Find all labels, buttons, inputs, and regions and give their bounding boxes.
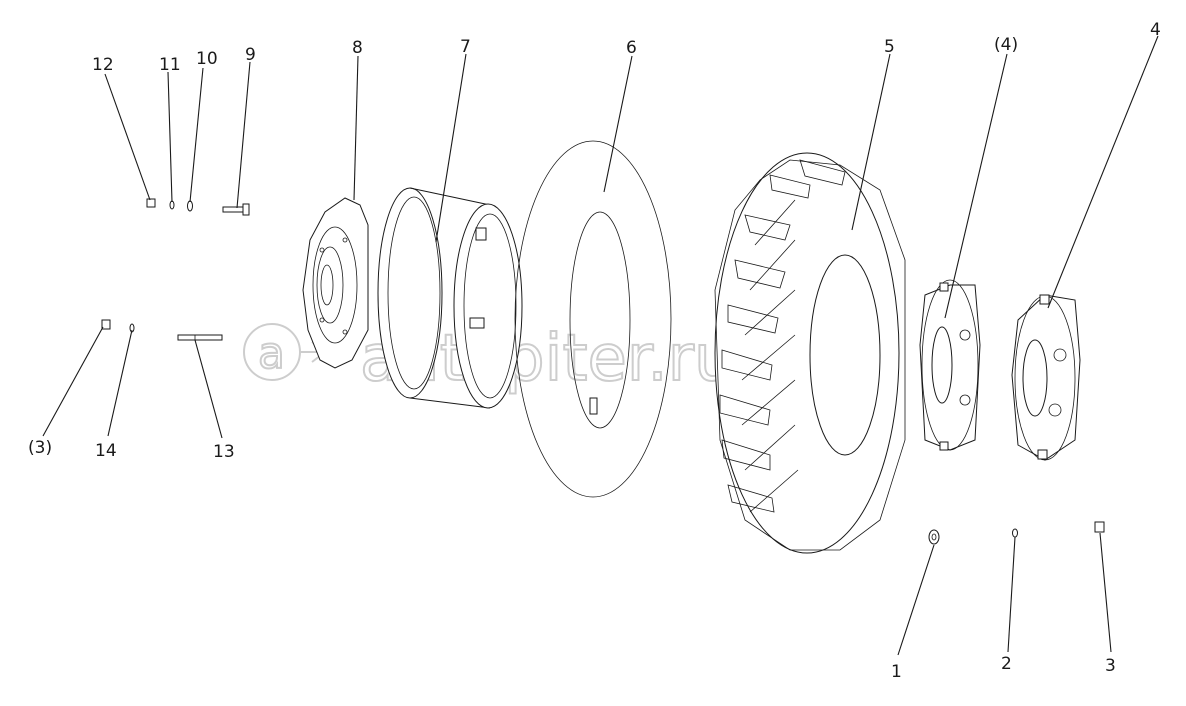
- washer-2: [1012, 528, 1018, 538]
- nut-12: [146, 198, 156, 208]
- callout-4: 4: [1150, 20, 1161, 40]
- callout-14: 14: [95, 441, 117, 461]
- callout-1: 1: [891, 662, 902, 682]
- rim-7: [377, 187, 523, 409]
- nut-3: [1094, 521, 1105, 533]
- svg-text:a: a: [258, 328, 285, 379]
- callout-5: 5: [884, 37, 895, 57]
- callout-6: 6: [626, 38, 637, 58]
- callout-11: 11: [159, 55, 181, 75]
- tire-tread: [719, 159, 846, 513]
- tire-5: [714, 152, 906, 554]
- hub-disc-8: [302, 197, 369, 369]
- callout-labels: 12 11 10 9 8 7 6 5 (4) 4 (3) 14 13 1 2 3: [28, 20, 1161, 682]
- inner-tube-6: [514, 140, 672, 498]
- bolt-9: [222, 203, 250, 216]
- callout-8: 8: [352, 38, 363, 58]
- weight-4p: [919, 279, 981, 451]
- stud-13: [177, 334, 223, 341]
- washer-10: [187, 200, 193, 212]
- callout-3: 3: [1105, 656, 1116, 676]
- callout-9: 9: [245, 45, 256, 65]
- leader-lines: [42, 35, 1159, 656]
- callout-10: 10: [196, 49, 218, 69]
- weight-4: [1011, 294, 1081, 461]
- callout-3p: (3): [28, 438, 52, 458]
- callout-4p: (4): [994, 35, 1018, 55]
- washer-11: [169, 200, 175, 210]
- callout-2: 2: [1001, 654, 1012, 674]
- nut-3p: [101, 319, 111, 330]
- callout-12: 12: [92, 55, 114, 75]
- callout-7: 7: [460, 37, 471, 57]
- washer-1: [928, 529, 940, 545]
- callout-13: 13: [213, 442, 235, 462]
